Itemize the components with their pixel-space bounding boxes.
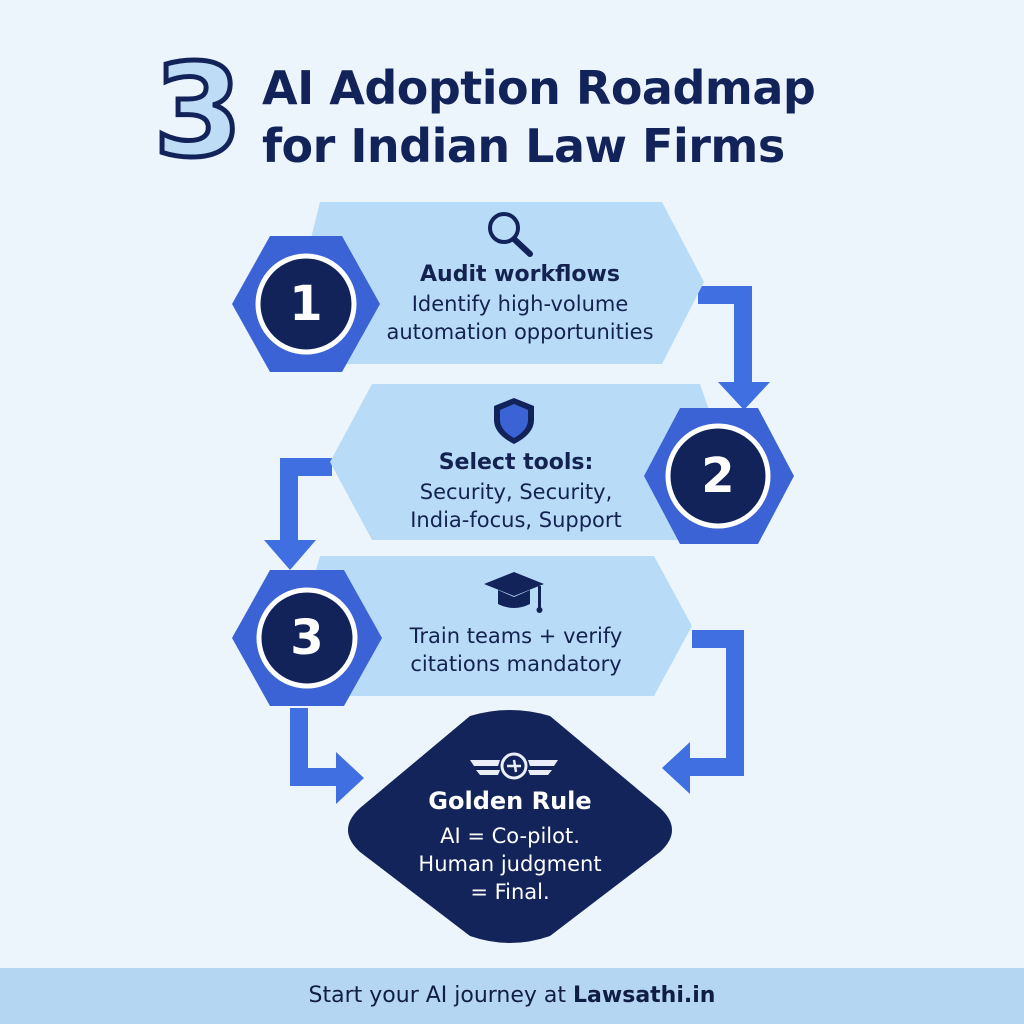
page-title-line-2: for Indian Law Firms	[262, 119, 785, 173]
footer-link[interactable]: Lawsathi.in	[573, 983, 716, 1008]
step-2-body-line-2: India-focus, Support	[410, 508, 622, 532]
graduation-cap-icon	[484, 572, 544, 613]
step-2-badge	[644, 408, 794, 544]
connector-arrow-3-to-golden	[290, 708, 364, 804]
page-title-line-1: AI Adoption Roadmap	[262, 61, 816, 115]
step-2-number: 2	[701, 448, 735, 504]
step-2-heading: Select tools:	[438, 450, 594, 475]
title-number: 3	[151, 37, 245, 186]
step-1-number: 1	[289, 276, 323, 332]
step-1-body-line-1: Identify high-volume	[411, 292, 629, 316]
golden-rule-line-3: = Final.	[470, 880, 550, 904]
footer-text: Start your AI journey at Lawsathi.in	[0, 980, 1024, 1012]
connector-arrow-right-to-golden	[662, 630, 744, 794]
step-1-heading: Audit workflows	[420, 262, 620, 287]
step-1-card	[300, 202, 704, 364]
step-1-text: Audit workflows Identify high-volume aut…	[370, 260, 670, 346]
step-3-body-line-2: citations mandatory	[410, 652, 622, 676]
connector-arrow-1-to-2	[698, 286, 770, 410]
magnifier-icon	[488, 212, 533, 257]
shield-icon	[494, 398, 534, 444]
step-2-body-line-1: Security, Security,	[419, 480, 613, 504]
golden-rule-line-2: Human judgment	[418, 852, 602, 876]
footer-band	[0, 968, 1024, 1024]
golden-rule-line-1: AI = Co-pilot.	[440, 824, 580, 848]
footer-prefix: Start your AI journey at	[308, 983, 574, 1008]
step-2-card	[330, 384, 728, 540]
golden-rule-heading: Golden Rule	[428, 787, 592, 815]
step-2-text: Select tools: Security, Security, India-…	[366, 448, 666, 534]
golden-rule-card	[348, 710, 672, 943]
step-1-badge	[232, 236, 380, 372]
pilot-wings-icon	[470, 752, 558, 780]
step-3-text: Train teams + verify citations mandatory	[366, 622, 666, 678]
step-1-body-line-2: automation opportunities	[386, 320, 654, 344]
golden-rule-body: AI = Co-pilot. Human judgment = Final.	[360, 822, 660, 906]
step-3-number: 3	[290, 610, 324, 666]
connector-arrow-2-to-3	[264, 458, 332, 570]
step-3-badge	[232, 570, 382, 706]
step-3-body-line-1: Train teams + verify	[409, 624, 623, 648]
step-3-card	[300, 556, 692, 696]
